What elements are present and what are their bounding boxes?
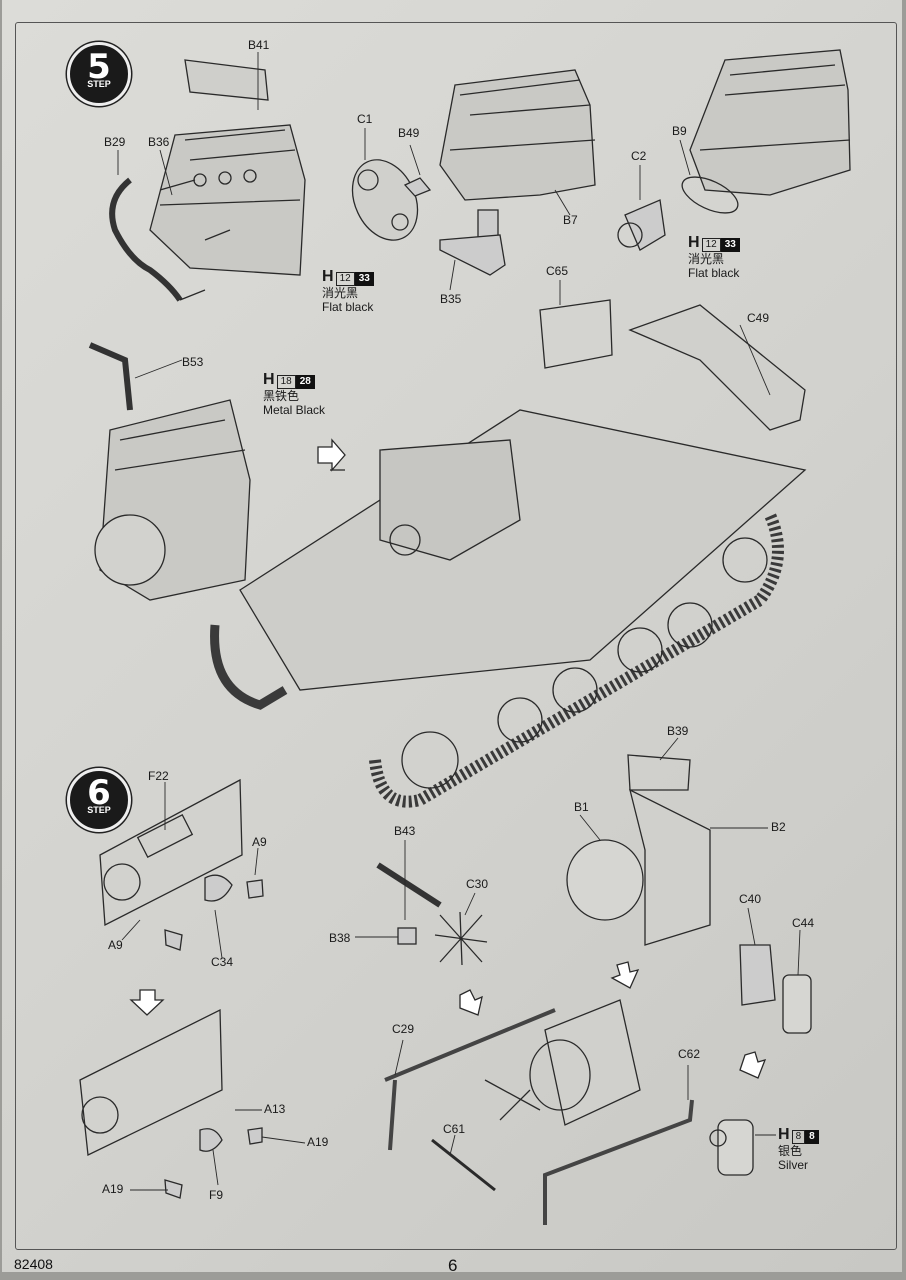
part-label-b39: B39: [667, 724, 689, 738]
paint-name-en: Silver: [778, 1158, 809, 1172]
page-frame: [15, 22, 897, 1250]
part-label-a19-right: A19: [307, 1135, 329, 1149]
part-label-c44: C44: [792, 916, 815, 930]
part-label-c2: C2: [631, 149, 647, 163]
paint-name-en: Flat black: [688, 266, 740, 280]
cap-assemblies: [709, 944, 812, 1176]
part-label-b9: B9: [672, 124, 687, 138]
part-label-b53: B53: [182, 355, 204, 369]
step-6-number: 6: [87, 773, 111, 813]
panel-f22-assembly: [99, 778, 264, 951]
part-label-b35: B35: [440, 292, 462, 306]
part-label-c61: C61: [443, 1122, 466, 1136]
part-label-c34: C34: [211, 955, 234, 969]
engine-assembly-top-center: [351, 69, 596, 276]
paint-alt-code: 33: [720, 238, 740, 252]
panel-lower-assembly: [79, 1008, 263, 1199]
step-6-badge: 6 STEP: [67, 768, 131, 832]
kit-code: 82408: [14, 1256, 53, 1272]
part-label-b7: B7: [563, 213, 578, 227]
part-label-b29: B29: [104, 135, 126, 149]
paint-name-cn: 银色: [778, 1144, 803, 1158]
paint-alt-code: 33: [354, 272, 374, 286]
part-label-b2: B2: [771, 820, 786, 834]
page-number: 6: [448, 1256, 458, 1275]
paint-name-en: Metal Black: [263, 403, 326, 417]
leader-lines: [117, 52, 801, 1191]
paint-alt-code: 8: [805, 1130, 819, 1144]
part-label-b49: B49: [398, 126, 420, 140]
part-label-a9-upper: A9: [252, 835, 267, 849]
paint-name-en: Flat black: [322, 300, 374, 314]
part-label-a9-lower: A9: [108, 938, 123, 952]
part-label-f9: F9: [209, 1188, 224, 1202]
paint-letter: H: [263, 371, 275, 388]
paint-code: 18: [276, 375, 296, 389]
part-label-c62: C62: [678, 1047, 701, 1061]
part-label-c49: C49: [747, 311, 770, 325]
part-label-b43: B43: [394, 824, 416, 838]
part-label-a19-left: A19: [102, 1182, 124, 1196]
paint-name-cn: 黑铁色: [263, 389, 300, 403]
radiator-assembly: [384, 754, 711, 1225]
paint-letter: H: [688, 234, 700, 251]
engine-assembly-left: [88, 342, 251, 601]
step-6-word: STEP: [87, 805, 111, 815]
fan-assembly: [376, 862, 488, 966]
part-label-f22: F22: [148, 769, 169, 783]
step-5-number: 5: [87, 47, 111, 87]
part-label-c30: C30: [466, 877, 489, 891]
part-label-b36: B36: [148, 135, 170, 149]
paint-letter: H: [778, 1126, 790, 1143]
part-label-b38: B38: [329, 931, 351, 945]
step-5-badge: 5 STEP: [67, 42, 131, 106]
paint-alt-code: 28: [295, 375, 315, 389]
part-label-b1: B1: [574, 800, 589, 814]
part-label-b41: B41: [248, 38, 270, 52]
paint-letter: H: [322, 268, 334, 285]
engine-assembly-top-left: [109, 59, 306, 302]
part-label-c1: C1: [357, 112, 373, 126]
step-5-word: STEP: [87, 79, 111, 89]
part-label-a13: A13: [264, 1102, 286, 1116]
chassis-assembly: [210, 299, 807, 808]
paint-name-cn: 消光黑: [688, 252, 725, 266]
paint-code: 12: [335, 272, 355, 286]
flow-arrows: [129, 438, 767, 1079]
engine-assembly-top-right: [617, 49, 851, 251]
part-label-c65: C65: [546, 264, 569, 278]
paint-code: 8: [791, 1130, 806, 1144]
paint-code: 12: [701, 238, 721, 252]
part-label-c29: C29: [392, 1022, 415, 1036]
paint-name-cn: 消光黑: [322, 286, 359, 300]
part-label-c40: C40: [739, 892, 762, 906]
